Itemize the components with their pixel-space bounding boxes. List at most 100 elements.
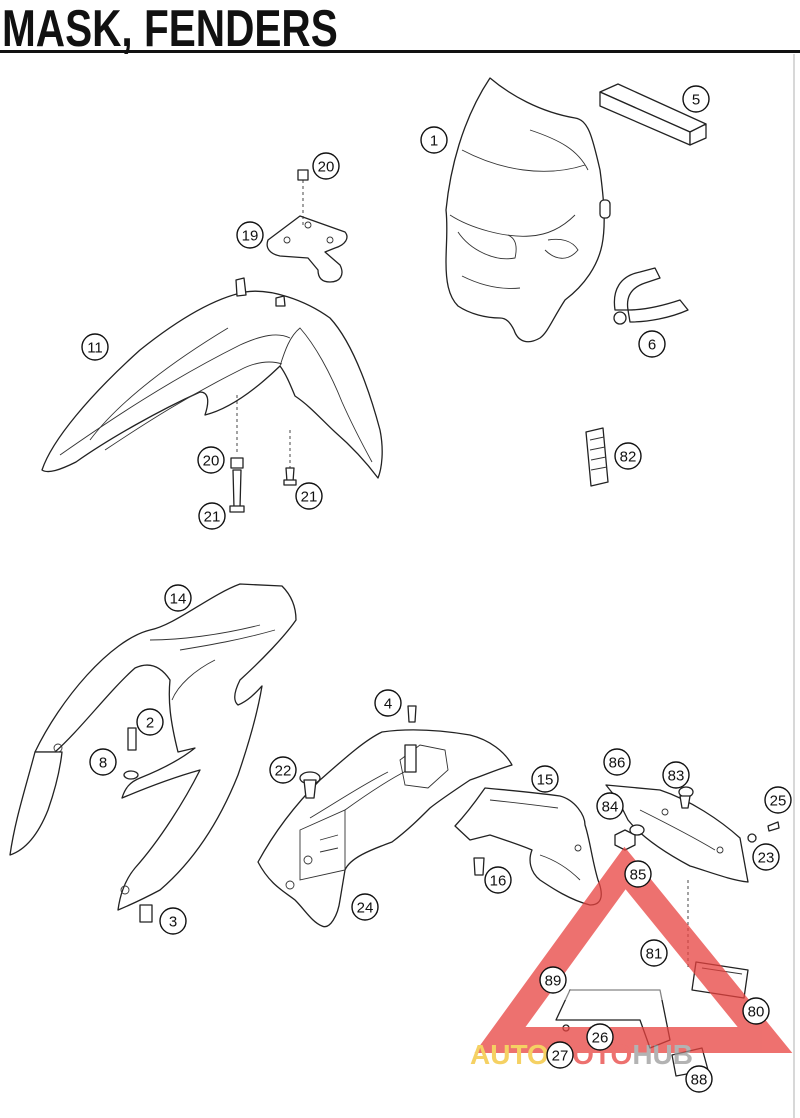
callout-88: 88 <box>685 1065 713 1093</box>
callout-1: 1 <box>420 126 448 154</box>
callout-8: 8 <box>89 748 117 776</box>
callout-label: 8 <box>99 755 107 772</box>
callout-circle <box>295 482 323 510</box>
callout-label: 85 <box>630 867 647 884</box>
part-24-rear-fender <box>257 729 513 928</box>
callout-circle <box>198 502 226 530</box>
callout-circle <box>764 786 792 814</box>
washer-8 <box>123 770 139 780</box>
callout-circle <box>662 761 690 789</box>
callout-21a: 21 <box>295 482 323 510</box>
callout-14: 14 <box>164 584 192 612</box>
callout-label: 20 <box>318 159 335 176</box>
bolt-4 <box>407 705 417 723</box>
callout-circle <box>742 997 770 1025</box>
callout-82: 82 <box>614 442 642 470</box>
callout-label: 84 <box>602 799 619 816</box>
callout-label: 4 <box>384 696 392 713</box>
callout-23: 23 <box>752 843 780 871</box>
screw-25 <box>767 821 780 832</box>
callout-11: 11 <box>81 333 109 361</box>
callout-86: 86 <box>603 748 631 776</box>
callout-16: 16 <box>484 866 512 894</box>
callout-circle <box>164 584 192 612</box>
callout-circle <box>420 126 448 154</box>
callout-circle <box>614 442 642 470</box>
callout-label: 16 <box>490 873 507 890</box>
callout-circle <box>752 843 780 871</box>
callout-circle <box>638 330 666 358</box>
callout-label: 86 <box>609 755 626 772</box>
callout-circle <box>159 907 187 935</box>
callout-label: 26 <box>592 1030 609 1047</box>
bolt-83 <box>678 786 694 809</box>
callout-19: 19 <box>236 221 264 249</box>
callout-20a: 20 <box>312 152 340 180</box>
callout-89: 89 <box>539 966 567 994</box>
nut-23 <box>747 833 757 843</box>
callout-label: 21 <box>204 509 221 526</box>
title-rule <box>0 50 800 53</box>
callout-label: 20 <box>203 453 220 470</box>
page-title: MASK, FENDERS <box>2 0 338 58</box>
callout-21b: 21 <box>198 502 226 530</box>
callout-circle <box>197 446 225 474</box>
washer-84 <box>629 824 645 836</box>
callout-label: 19 <box>242 228 259 245</box>
callout-circle <box>312 152 340 180</box>
callout-label: 21 <box>301 489 318 506</box>
watermark-logo: AUTOMOTOHUB <box>470 846 793 1070</box>
callout-label: 1 <box>430 133 438 150</box>
bolt-20-top <box>297 169 309 181</box>
callout-label: 14 <box>170 591 187 608</box>
callout-circle <box>682 85 710 113</box>
callout-circle <box>351 893 379 921</box>
callout-circle <box>603 748 631 776</box>
part-14-side-panels <box>9 583 297 911</box>
callout-circle <box>586 1023 614 1051</box>
callout-label: 82 <box>620 449 637 466</box>
part-11-front-fender <box>41 277 383 479</box>
callout-circle <box>546 1041 574 1069</box>
bolt-20-fender <box>230 457 244 469</box>
callout-circle <box>596 792 624 820</box>
bolt-16 <box>473 857 485 876</box>
part-15-license-bracket <box>454 787 602 906</box>
clip-3 <box>139 904 153 923</box>
callout-24: 24 <box>351 893 379 921</box>
callout-circle <box>81 333 109 361</box>
callout-circle <box>89 748 117 776</box>
callout-circle <box>484 866 512 894</box>
watermark-text-auto: AUTO <box>470 1039 549 1070</box>
callout-27: 27 <box>546 1041 574 1069</box>
callout-label: 11 <box>87 340 103 357</box>
callout-label: 23 <box>758 850 775 867</box>
callout-label: 88 <box>691 1072 708 1089</box>
callout-4: 4 <box>374 689 402 717</box>
bolt-21-right <box>283 467 297 486</box>
callout-20b: 20 <box>197 446 225 474</box>
part-19-bracket <box>266 215 348 283</box>
callout-label: 27 <box>552 1048 569 1065</box>
callout-26: 26 <box>586 1023 614 1051</box>
callout-circle <box>531 765 559 793</box>
part-5-bar <box>599 83 707 146</box>
callout-circle <box>624 860 652 888</box>
part-6-clamp <box>613 267 689 325</box>
callout-circle <box>685 1065 713 1093</box>
callout-label: 83 <box>668 768 685 785</box>
callout-81: 81 <box>640 939 668 967</box>
callout-label: 3 <box>169 914 177 931</box>
plug-22 <box>299 771 321 799</box>
nut-85 <box>614 829 636 851</box>
callout-5: 5 <box>682 85 710 113</box>
bolt-21-left <box>229 469 245 513</box>
watermark-text-hub: HUB <box>632 1039 693 1070</box>
callout-label: 81 <box>646 946 663 963</box>
watermark-triangle <box>474 846 793 1053</box>
callout-circle <box>374 689 402 717</box>
callout-label: 5 <box>692 92 700 109</box>
callout-circle <box>136 708 164 736</box>
